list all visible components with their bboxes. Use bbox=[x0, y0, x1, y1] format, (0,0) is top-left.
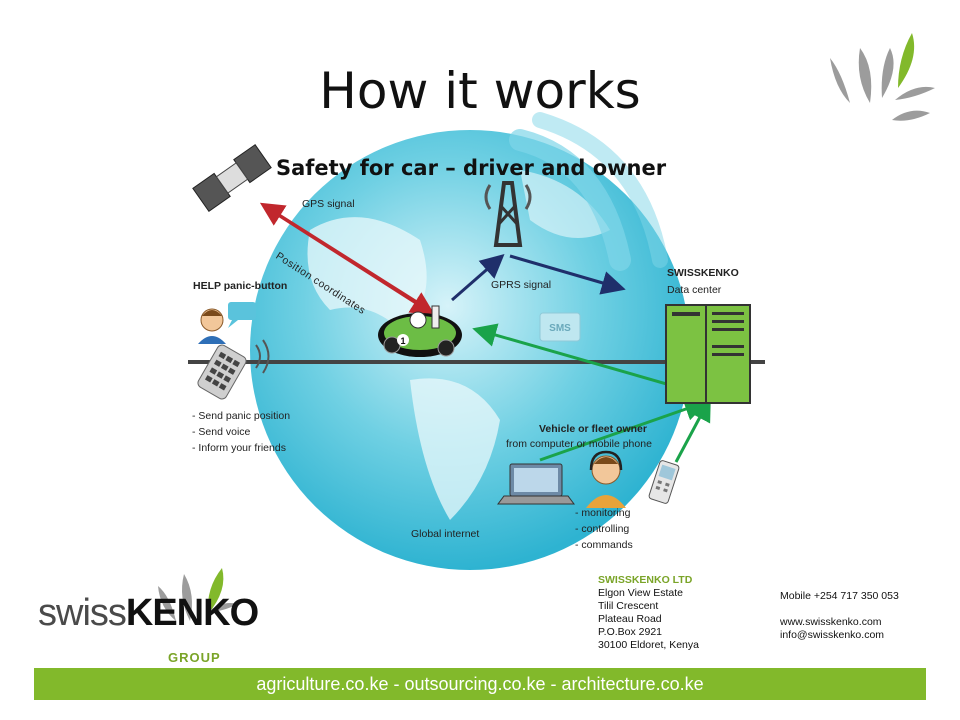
person-icon bbox=[198, 302, 256, 344]
satellite-icon bbox=[192, 144, 272, 212]
help-actions-list: - Send panic position - Send voice - Inf… bbox=[192, 408, 290, 456]
owner-action-item: - monitoring bbox=[575, 507, 631, 519]
owner-action-item: - controlling bbox=[575, 523, 630, 535]
owner-actions-list: - monitoring - controlling - commands bbox=[575, 505, 633, 553]
gprs-arrow-up bbox=[451, 254, 505, 302]
gps-signal-label: GPS signal bbox=[302, 198, 355, 210]
gprs-arrow-right bbox=[509, 254, 626, 295]
help-action-item: - Inform your friends bbox=[192, 442, 286, 454]
slide-title: How it works bbox=[319, 62, 641, 120]
headset-operator-icon bbox=[586, 450, 626, 508]
laptop-icon bbox=[497, 463, 575, 505]
server-icon bbox=[665, 304, 751, 404]
phone-icon bbox=[197, 344, 247, 400]
logo-group-text: GROUP bbox=[168, 650, 221, 665]
company-logo: swissKENKO bbox=[38, 592, 259, 635]
data-arrow-from-phone bbox=[674, 396, 711, 463]
data-arrow-from-laptop bbox=[539, 397, 709, 462]
logo-text-kenko: KENKO bbox=[125, 592, 259, 634]
address-line: 30100 Eldoret, Kenya bbox=[598, 639, 699, 651]
company-address: SWISSKENKO LTD Elgon View Estate Tilil C… bbox=[598, 574, 699, 652]
domain-banner: agriculture.co.ke - outsourcing.co.ke - … bbox=[34, 668, 926, 700]
data-center-name: SWISSKENKO bbox=[667, 267, 739, 279]
owner-subtitle: from computer or mobile phone bbox=[506, 438, 652, 450]
signal-waves bbox=[509, 112, 668, 271]
diagram-title: Safety for car – driver and owner bbox=[276, 156, 667, 180]
gps-arrow-up bbox=[259, 202, 421, 306]
owner-title: Vehicle or fleet owner bbox=[539, 423, 647, 435]
mobile-number: Mobile +254 717 350 053 bbox=[780, 590, 899, 602]
car-number: 1 bbox=[400, 336, 405, 346]
company-name: SWISSKENKO LTD bbox=[598, 574, 693, 586]
website-link[interactable]: www.swisskenko.com bbox=[780, 616, 882, 628]
help-title: HELP panic-button bbox=[193, 280, 288, 292]
tower-icon bbox=[484, 181, 532, 247]
sms-icon: SMS bbox=[539, 312, 581, 342]
logo-leaf-icon bbox=[158, 568, 238, 621]
leaf-icon bbox=[830, 33, 935, 121]
address-line: P.O.Box 2921 bbox=[598, 626, 663, 638]
address-line: Plateau Road bbox=[598, 613, 662, 625]
help-action-item: - Send voice bbox=[192, 426, 251, 438]
email-link[interactable]: info@swisskenko.com bbox=[780, 629, 885, 641]
contact-info: Mobile +254 717 350 053 www.swisskenko.c… bbox=[780, 590, 899, 642]
owner-action-item: - commands bbox=[575, 539, 633, 551]
logo-text-swiss: swiss bbox=[38, 592, 127, 634]
global-internet-label: Global internet bbox=[411, 528, 480, 540]
address-line: Tilil Crescent bbox=[598, 600, 659, 612]
data-center-label: Data center bbox=[667, 284, 722, 296]
globe bbox=[250, 130, 690, 570]
gprs-signal-label: GPRS signal bbox=[491, 279, 552, 291]
address-line: Elgon View Estate bbox=[598, 587, 684, 599]
help-action-item: - Send panic position bbox=[192, 410, 291, 422]
car-icon: 1 bbox=[378, 305, 462, 357]
sms-text: SMS bbox=[549, 323, 571, 334]
panic-signal-waves bbox=[255, 339, 270, 374]
mobile-phone-icon bbox=[648, 460, 680, 504]
